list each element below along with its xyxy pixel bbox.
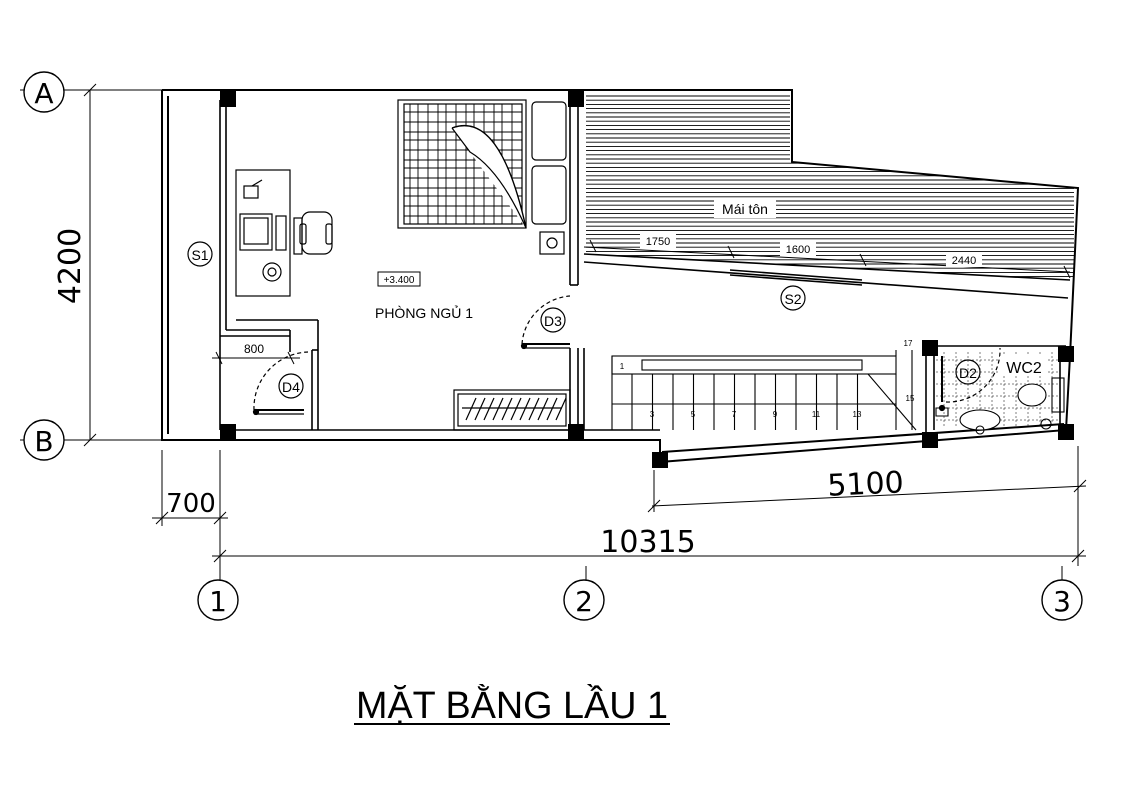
wc-label: WC2: [1006, 360, 1042, 377]
dim-door-width: 800: [244, 342, 264, 356]
dim-rear-width: 5100: [827, 465, 905, 503]
stair-step-number: 3: [650, 410, 655, 419]
grid-col-3: 3: [1053, 585, 1071, 618]
tag-d4: D4: [282, 379, 300, 395]
roof-label: Mái tôn: [722, 201, 768, 217]
grid-col-1: 1: [209, 585, 227, 618]
grid-row-a: A: [34, 77, 53, 110]
stair-step-start: 1: [620, 362, 625, 371]
wardrobe: [453, 389, 571, 431]
stair-step-15: 15: [906, 394, 915, 403]
room-labels: PHÒNG NGỦ 1 +3.400 Mái tôn WC2: [375, 200, 1046, 377]
dimension-height: [70, 83, 162, 447]
tag-d2: D2: [959, 365, 977, 381]
roof-corrugated-hatch: [586, 95, 1074, 278]
inner-walls: [219, 100, 1071, 438]
grid-col-2: 2: [575, 585, 593, 618]
stair-step-17: 17: [904, 339, 913, 348]
dim-roof-seg1: 1750: [646, 236, 670, 248]
dim-roof-seg2: 1600: [786, 244, 810, 256]
dim-height-total: 4200: [53, 228, 88, 304]
desk: [235, 169, 333, 297]
stair-step-number: 7: [732, 410, 737, 419]
tag-s2: S2: [784, 291, 801, 307]
grid-row-b: B: [34, 425, 53, 458]
tag-s1: S1: [191, 247, 208, 263]
wc-fixtures: [935, 352, 1065, 435]
stairs: [611, 350, 917, 431]
dimension-overhang: [152, 450, 228, 526]
bedroom-label: PHÒNG NGỦ 1: [375, 304, 473, 321]
plan-title: MẶT BẰNG LẦU 1: [356, 683, 668, 727]
dimension-length: [212, 446, 1086, 566]
tag-d3: D3: [544, 313, 562, 329]
element-tags: [187, 241, 981, 399]
stair-step-number: 9: [773, 410, 778, 419]
door-dimension: [212, 351, 300, 365]
roof-dimension-lines: [583, 239, 1071, 279]
bed: [397, 99, 567, 255]
grid-lines: [20, 89, 1063, 620]
dim-overhang: 700: [166, 489, 216, 519]
dim-roof-seg3: 2440: [952, 255, 976, 267]
grid-bubbles: [23, 71, 1083, 621]
level-mark-box: [377, 271, 421, 287]
doors: [252, 295, 1001, 416]
stair-step-number: 11: [812, 410, 821, 419]
stair-step-number: 5: [691, 410, 696, 419]
dimension-rear: [647, 470, 1087, 513]
level-mark: +3.400: [384, 275, 415, 286]
dim-length-total: 10315: [600, 525, 695, 560]
stair-step-number: 13: [853, 410, 862, 419]
columns: [220, 91, 1074, 468]
